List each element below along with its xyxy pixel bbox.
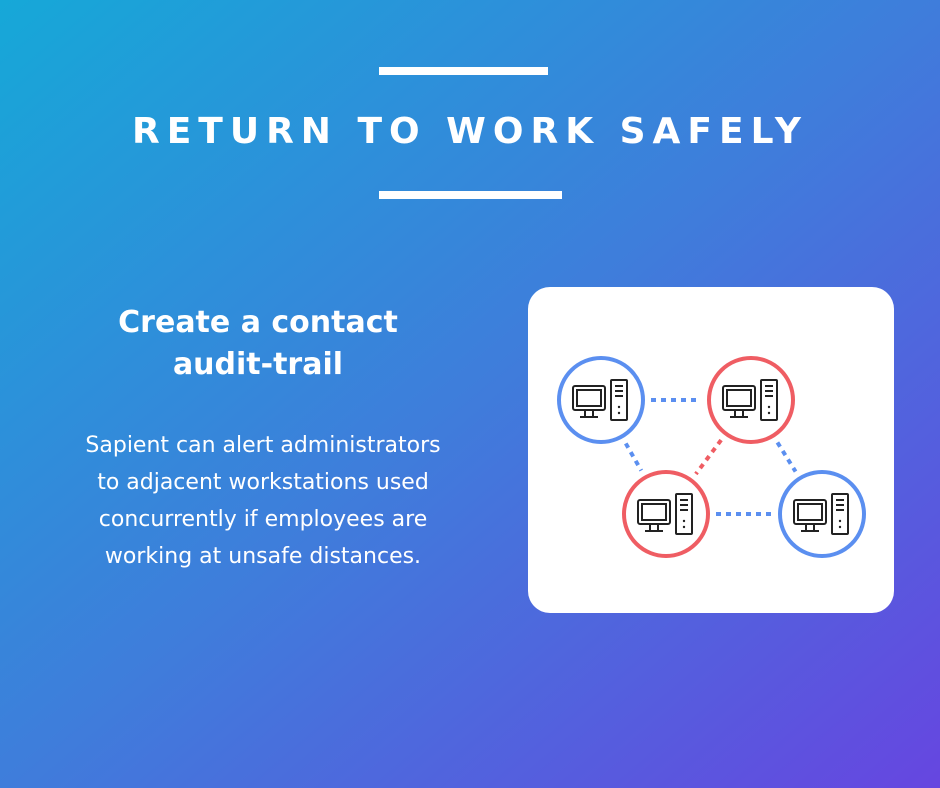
workstation-2-node (707, 356, 795, 444)
section-title-line-1: Create a contact (118, 305, 398, 340)
description-line-3: concurrently if employees are (98, 507, 428, 532)
workstation-1-node (557, 356, 645, 444)
desktop-computer-icon (722, 379, 778, 421)
workstation-3-node (622, 470, 710, 558)
desktop-computer-icon (637, 493, 693, 535)
description-line-1: Sapient can alert administrators (85, 433, 441, 458)
workstation-4-node (778, 470, 866, 558)
headline-top-rule (379, 67, 548, 75)
workstation-network-diagram (557, 356, 866, 558)
description-line-4: working at unsafe distances. (104, 544, 422, 569)
section-description: Sapient can alert administrators to adja… (55, 427, 471, 575)
desktop-computer-icon (572, 379, 628, 421)
section-title: Create a contact audit-trail (58, 302, 458, 386)
headline-bottom-rule (379, 191, 562, 199)
page-headline: RETURN TO WORK SAFELY (131, 111, 808, 152)
section-title-line-2: audit-trail (172, 347, 344, 382)
network-diagram-card (528, 287, 894, 613)
link-workstation-2-workstation-3 (694, 438, 723, 476)
description-line-2: to adjacent workstations used (97, 470, 429, 495)
link-workstation-2-workstation-4 (775, 441, 798, 473)
desktop-computer-icon (793, 493, 849, 535)
link-workstation-1-workstation-3 (624, 442, 643, 472)
